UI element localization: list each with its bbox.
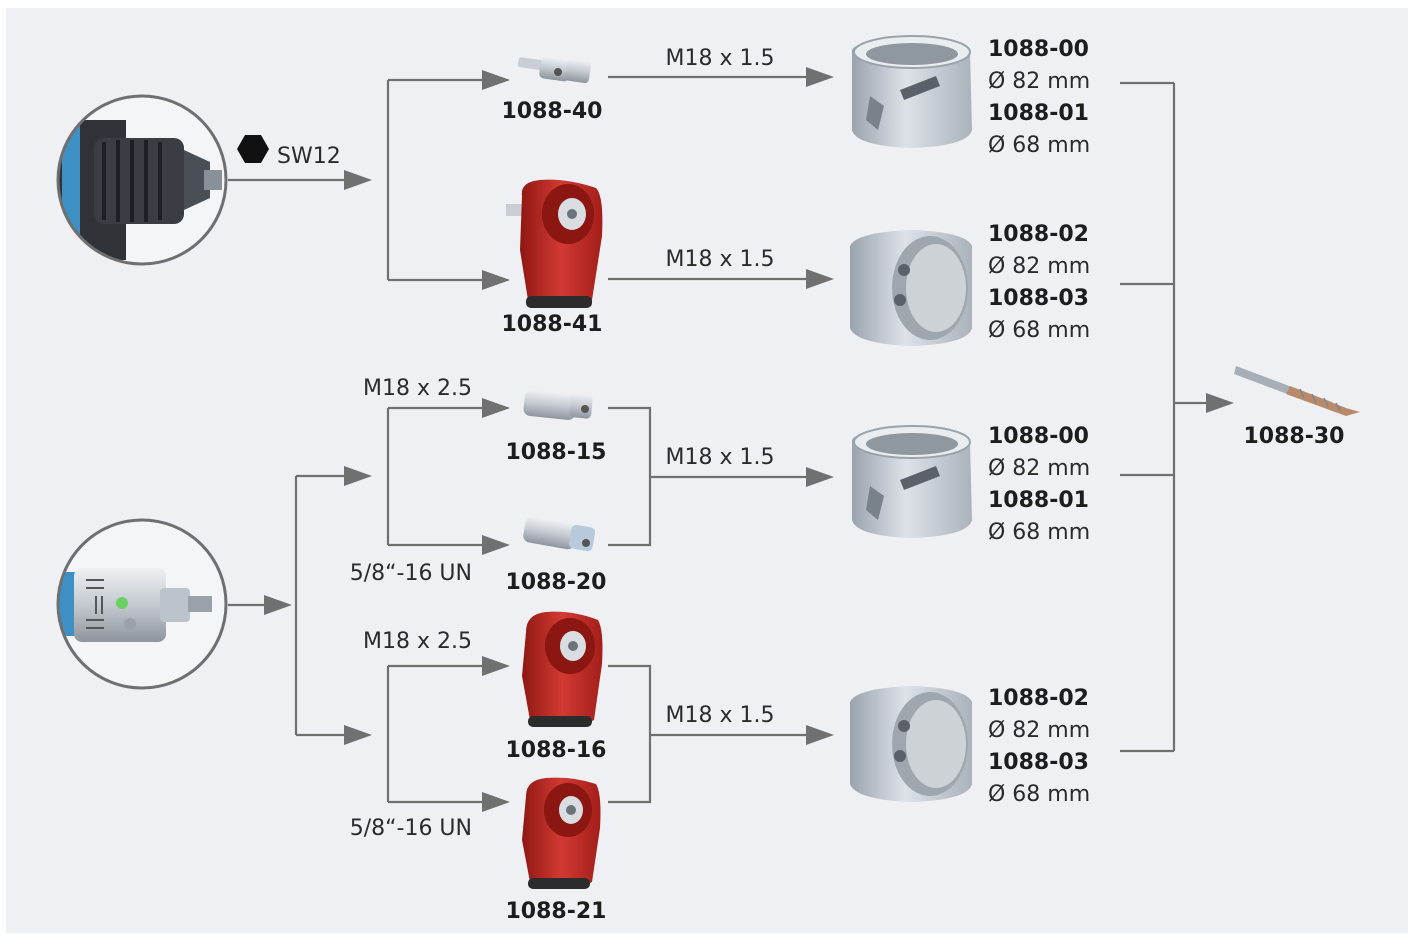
hex-size-label: SW12 xyxy=(277,144,341,169)
arrow-icon xyxy=(806,269,834,289)
hexagon-icon xyxy=(237,135,269,163)
core-bit-code: 1088-03 xyxy=(988,750,1089,775)
core-bit-code: 1088-02 xyxy=(988,686,1089,711)
thread-label: M18 x 2.5 xyxy=(363,629,472,654)
centering-drill-code: 1088-30 xyxy=(1244,424,1345,449)
adapter-shaft-icon xyxy=(523,389,593,420)
core-bit-diameter: Ø 82 mm xyxy=(988,69,1090,94)
red-dust-hood-adapter-icon xyxy=(522,778,601,889)
core-bit-item: 1088-02 Ø 82 mm 1088-03 Ø 68 mm xyxy=(988,222,1090,343)
core-bit-diameter: Ø 82 mm xyxy=(988,718,1090,743)
core-bit-diameter: Ø 82 mm xyxy=(988,456,1090,481)
core-bit-icon xyxy=(850,686,972,802)
arrow-icon xyxy=(482,70,510,90)
adapter-code: 1088-20 xyxy=(506,570,607,595)
adapter-code: 1088-15 xyxy=(506,440,607,465)
arrow-icon xyxy=(482,792,510,812)
arrow-icon xyxy=(806,67,834,87)
connection-thread-label: M18 x 1.5 xyxy=(666,46,775,71)
core-bit-code: 1088-03 xyxy=(988,286,1089,311)
thread-label: 5/8“-16 UN xyxy=(350,816,472,841)
connection-thread-label: M18 x 1.5 xyxy=(666,703,775,728)
red-dust-hood-adapter-icon xyxy=(506,180,602,308)
toothed-core-bit-icon xyxy=(852,426,972,538)
core-bit-item: 1088-00 Ø 82 mm 1088-01 Ø 68 mm xyxy=(988,37,1090,158)
arrow-icon xyxy=(1206,393,1234,413)
adapter-shaft-icon xyxy=(522,516,596,552)
arrow-icon xyxy=(344,466,372,486)
thread-label: 5/8“-16 UN xyxy=(350,561,472,586)
compatibility-diagram: SW12 1088-40 xyxy=(6,8,1408,933)
adapter-code: 1088-21 xyxy=(506,899,607,924)
core-bit-diameter: Ø 68 mm xyxy=(988,133,1090,158)
core-bit-diameter: Ø 82 mm xyxy=(988,254,1090,279)
connection-thread-label: M18 x 1.5 xyxy=(666,247,775,272)
toothed-core-bit-icon xyxy=(852,36,972,148)
arrow-icon xyxy=(344,170,372,190)
core-bit-code: 1088-00 xyxy=(988,424,1089,449)
thread-label: M18 x 2.5 xyxy=(363,376,472,401)
arrow-icon xyxy=(482,535,510,555)
arrow-icon xyxy=(344,725,372,745)
core-bit-code: 1088-02 xyxy=(988,222,1089,247)
arrow-icon xyxy=(482,398,510,418)
red-dust-hood-adapter-icon xyxy=(522,612,603,727)
core-bit-item: 1088-00 Ø 82 mm 1088-01 Ø 68 mm xyxy=(988,424,1090,545)
arrow-icon xyxy=(482,656,510,676)
adapter-code: 1088-40 xyxy=(502,99,603,124)
angle-grinder-icon xyxy=(56,520,226,688)
adapter-shaft-icon xyxy=(517,56,591,84)
arrow-icon xyxy=(482,270,510,290)
core-bit-code: 1088-01 xyxy=(988,488,1089,513)
connection-thread-label: M18 x 1.5 xyxy=(666,445,775,470)
core-bit-item: 1088-02 Ø 82 mm 1088-03 Ø 68 mm xyxy=(988,686,1090,807)
centering-drill-bit-icon xyxy=(1234,366,1360,416)
arrow-icon xyxy=(806,725,834,745)
core-bit-code: 1088-01 xyxy=(988,101,1089,126)
core-bit-diameter: Ø 68 mm xyxy=(988,520,1090,545)
core-bit-code: 1088-00 xyxy=(988,37,1089,62)
arrow-icon xyxy=(806,467,834,487)
adapter-code: 1088-41 xyxy=(502,312,603,337)
core-bit-diameter: Ø 68 mm xyxy=(988,782,1090,807)
core-bit-diameter: Ø 68 mm xyxy=(988,318,1090,343)
core-bit-icon xyxy=(850,230,972,346)
cordless-drill-icon xyxy=(56,96,226,264)
arrow-icon xyxy=(264,595,292,615)
diagram-canvas: SW12 1088-40 xyxy=(6,8,1408,933)
adapter-code: 1088-16 xyxy=(506,738,607,763)
